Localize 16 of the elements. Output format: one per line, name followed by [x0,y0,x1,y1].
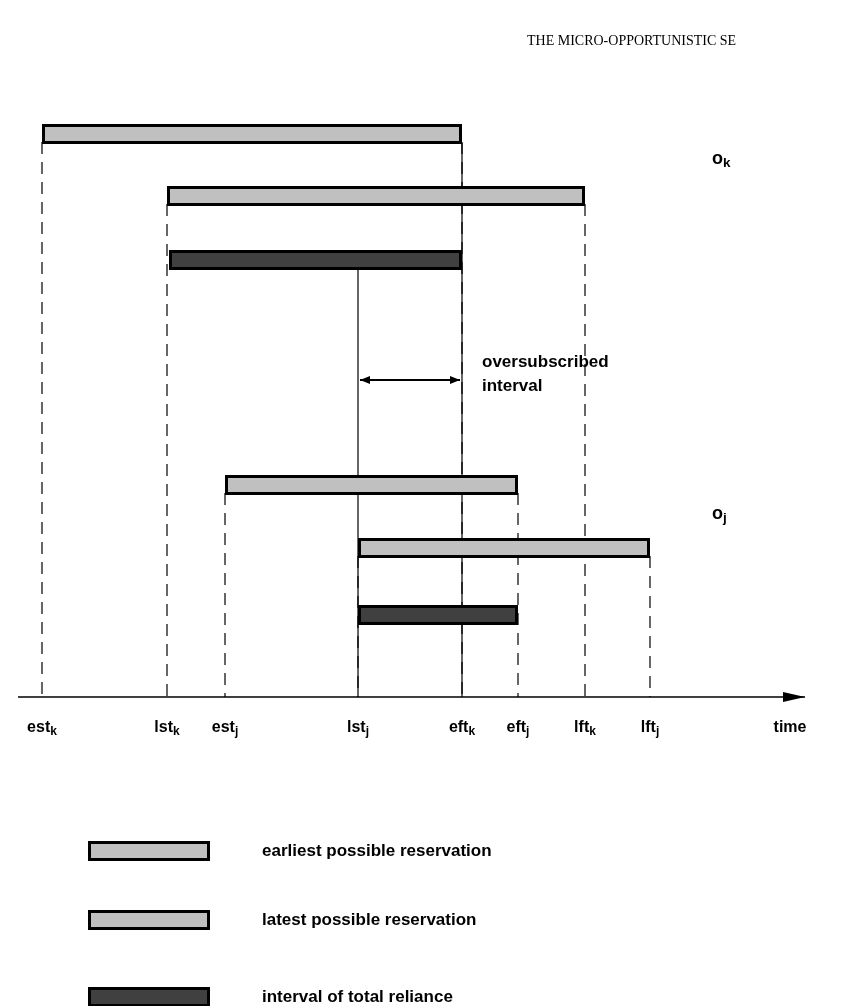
legend-label: interval of total reliance [262,986,453,1006]
legend-label: earliest possible reservation [262,840,492,862]
label-text: eft$_{k}$ [448,717,476,739]
label-text: lst$_{j}$ [347,717,369,739]
label-text: oversubscribed interval [482,351,610,397]
label-text: o$_{j}$ [712,502,727,527]
label-text: eft$_{j}$ [506,717,530,739]
label-text: o$_{k}$ [712,147,731,172]
running-header: THE MICRO-OPPORTUNISTIC SE [527,32,737,50]
legend-label: latest possible reservation [262,909,477,931]
label-text: lft$_{j}$ [640,717,660,739]
label-text: est$_{k}$ [27,717,57,739]
label-text: time [773,717,807,737]
label-text: lst$_{k}$ [154,717,180,739]
label-text: lft$_{k}$ [574,717,596,739]
label-text: est$_{j}$ [211,717,239,739]
